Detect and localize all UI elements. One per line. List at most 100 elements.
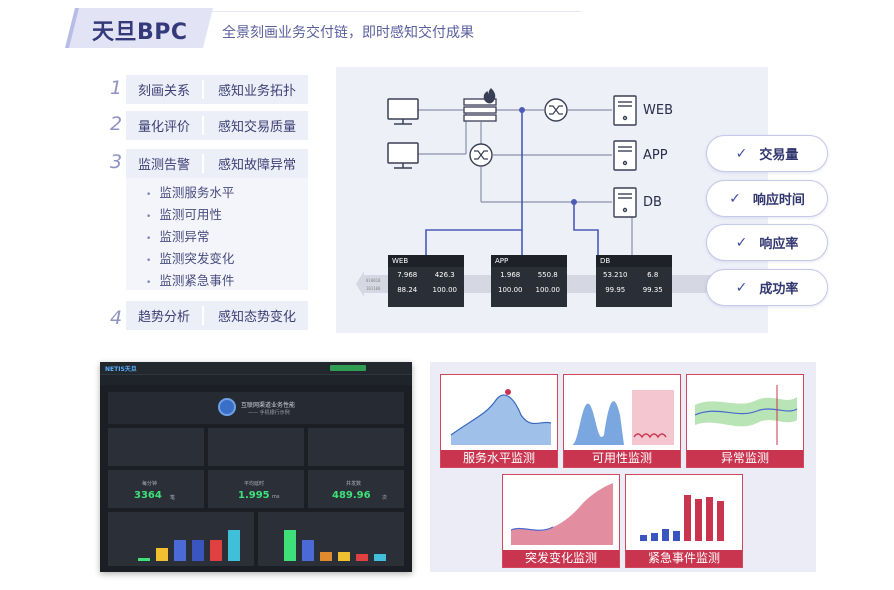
server-icon (613, 95, 637, 126)
dashboard-banner: 互联网渠道业务性能 —— 手机银行示例 (108, 392, 404, 424)
server-label-app: APP (643, 148, 668, 163)
monitor-list: •监测服务水平 •监测可用性 •监测异常 •监测突发变化 •监测紧急事件 (146, 183, 234, 293)
panel-value: 88.24 (397, 286, 418, 294)
bar (228, 530, 240, 561)
dashboard-card (208, 428, 304, 466)
list-item: •监测可用性 (146, 207, 222, 222)
server-icon (613, 187, 637, 218)
check-icon: ✓ (735, 279, 748, 296)
monitor-icon (387, 98, 419, 125)
dashboard-card (308, 428, 404, 466)
panel-value: 100.00 (498, 286, 523, 294)
panel-value: 100.00 (432, 286, 458, 294)
dashboard-metric-card: 平均延时 1.995 ms (208, 470, 304, 508)
step-number: 4 (109, 307, 123, 329)
panel-title: APP (491, 255, 567, 267)
monitor-cards-panel: 服务水平监测 可用性监测 异常监测 突发变化监测 紧急事件监测 (430, 362, 816, 572)
monitor-card-label: 可用性监测 (564, 450, 680, 467)
bar (284, 530, 296, 561)
panel-value: 99.35 (642, 286, 663, 294)
monitor-card: 突发变化监测 (502, 474, 620, 568)
bar (356, 554, 368, 561)
panel-value: 53.210 (603, 271, 628, 279)
banner-subtitle: —— 手机银行示例 (248, 410, 290, 416)
monitor-card-label: 突发变化监测 (503, 550, 619, 567)
dashboard-card (108, 428, 204, 466)
server-label-web: WEB (643, 103, 673, 118)
bar (374, 554, 386, 561)
check-icon: ✓ (735, 145, 748, 162)
monitor-chart (572, 390, 674, 445)
panel-value: 550.8 (537, 271, 558, 279)
server-icon (613, 140, 637, 171)
step-number: 1 (109, 77, 123, 99)
bar (138, 558, 150, 561)
bank-logo-icon (218, 398, 236, 416)
firewall-icon (463, 88, 497, 122)
step-label: 趋势分析 (138, 310, 191, 325)
panel-value: 1.968 (500, 271, 521, 279)
step-desc: 感知业务拓扑 (202, 80, 308, 99)
dashboard-bar-chart (108, 512, 254, 566)
svg-text:101100: 101100 (366, 286, 381, 291)
check-pill: ✓成功率 (706, 269, 828, 306)
dashboard-bar-svg (284, 530, 386, 561)
step-label: 量化评价 (138, 120, 191, 135)
dashboard-screenshot: NETIS天旦 互联网渠道业务性能 —— 手机银行示例 每分钟 3364 笔 平… (100, 362, 412, 572)
bar (156, 548, 168, 561)
server-label-db: DB (643, 195, 662, 210)
list-item: •监测服务水平 (146, 185, 235, 200)
dashboard-metric-card: 每分钟 3364 笔 (108, 470, 204, 508)
panel-title: DB (596, 255, 672, 267)
bar (192, 540, 204, 561)
dashboard-topbar: NETIS天旦 (100, 362, 412, 375)
page-title: 天旦BPC (92, 20, 188, 45)
list-item: •监测突发变化 (146, 251, 235, 266)
step-number: 3 (109, 151, 123, 173)
check-pill: ✓响应时间 (706, 180, 828, 217)
switch-icon (469, 143, 493, 167)
monitor-card: 异常监测 (686, 374, 804, 468)
dashboard-toolbar (100, 375, 412, 385)
monitor-card-label: 服务水平监测 (441, 450, 557, 467)
monitor-card: 服务水平监测 (440, 374, 558, 468)
page-subtitle: 全景刻画业务交付链，即时感知交付成果 (222, 25, 474, 41)
metric-panel-web[interactable]: WEB 7.968 426.3 88.24 100.00 (388, 255, 464, 307)
check-icon: ✓ (729, 190, 741, 207)
monitor-chart (510, 483, 613, 545)
header-divider (210, 11, 582, 12)
monitor-card: 可用性监测 (563, 374, 681, 468)
metric-panel-app[interactable]: APP 1.968 550.8 100.00 100.00 (491, 255, 567, 307)
step-row: 监测告警 感知故障异常 (126, 149, 308, 178)
panel-value: 100.00 (535, 286, 561, 294)
dashboard-bar-svg (138, 530, 240, 561)
step-row: 趋势分析 感知态势变化 (126, 301, 308, 330)
panel-value: 426.3 (434, 271, 455, 279)
panel-value: 7.968 (397, 271, 418, 279)
dashboard-logo: NETIS天旦 (105, 366, 137, 373)
switch-icon (544, 98, 568, 122)
step-desc: 感知交易质量 (202, 116, 308, 135)
bar (302, 540, 314, 561)
dashboard-action-button[interactable] (330, 365, 366, 371)
topology-diagram: 010010 101100 010010 101100 WEB APP DB W… (336, 67, 768, 333)
step-label: 监测告警 (138, 158, 191, 173)
bar (210, 540, 222, 561)
monitor-icon (387, 142, 419, 169)
monitor-list-bg (126, 178, 308, 290)
node-dot (571, 199, 577, 205)
monitor-card-label: 紧急事件监测 (626, 550, 742, 567)
metric-panel-db[interactable]: DB 53.210 6.8 99.95 99.35 (596, 255, 672, 307)
list-item: •监测紧急事件 (146, 273, 235, 288)
step-row: 刻画关系 感知业务拓扑 (126, 75, 308, 104)
bar (320, 552, 332, 561)
monitor-chart (450, 389, 552, 445)
check-icon: ✓ (735, 234, 748, 251)
panel-value: 6.8 (647, 271, 659, 279)
monitor-card-label: 异常监测 (687, 450, 803, 467)
node-dot (519, 107, 525, 113)
check-pill: ✓响应率 (706, 224, 828, 261)
monitor-chart (640, 495, 724, 541)
step-label: 刻画关系 (138, 84, 191, 99)
monitor-card: 紧急事件监测 (625, 474, 743, 568)
